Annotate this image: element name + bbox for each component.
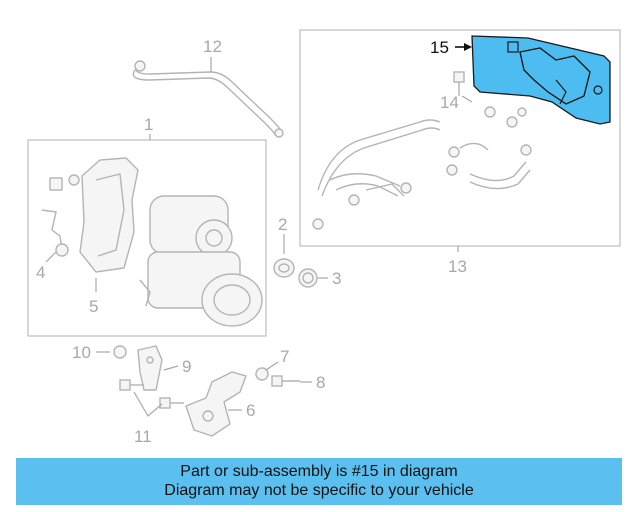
part-8-bolt[interactable]	[271, 375, 300, 387]
callout-3: 3	[332, 269, 341, 288]
leader-9	[163, 365, 179, 371]
leader-14	[461, 95, 473, 103]
part-14-bolt[interactable]	[453, 71, 465, 96]
leader-7	[265, 361, 279, 371]
part-5-heat-shield[interactable]	[79, 157, 139, 273]
callout-11: 11	[134, 427, 152, 446]
part-12-pipe[interactable]	[132, 60, 284, 138]
callout-14: 14	[440, 93, 459, 112]
part-2-clamp[interactable]	[273, 258, 295, 278]
callout-15: 15	[430, 38, 449, 57]
leader-4	[45, 251, 57, 263]
banner-line-1: Part or sub-assembly is #15 in diagram	[180, 463, 458, 480]
callout-10: 10	[72, 343, 91, 362]
callout-7: 7	[280, 347, 289, 366]
part-4-bracket[interactable]	[41, 174, 80, 257]
assembly-13-box	[299, 29, 621, 247]
callout-2: 2	[278, 215, 287, 234]
callout-8: 8	[316, 373, 325, 392]
banner-line-2: Diagram may not be specific to your vehi…	[164, 482, 474, 499]
part-7-nut[interactable]	[255, 367, 269, 381]
part-9-bracket[interactable]	[137, 345, 163, 391]
callout-1: 1	[144, 115, 153, 134]
callout-9: 9	[182, 357, 191, 376]
callout-6: 6	[246, 401, 255, 420]
callout-12: 12	[203, 37, 222, 56]
part-13-hoses[interactable]	[312, 106, 532, 230]
callout-5: 5	[89, 297, 98, 316]
part-1-turbocharger[interactable]	[139, 195, 263, 327]
info-banner: Part or sub-assembly is #15 in diagram D…	[16, 458, 622, 505]
callout-13: 13	[448, 257, 467, 276]
part-15-highlighted-part[interactable]	[471, 35, 611, 125]
callout-4: 4	[36, 263, 45, 282]
part-6-support[interactable]	[185, 371, 247, 437]
assembly-1-box	[27, 139, 267, 337]
part-3-gasket[interactable]	[298, 268, 318, 288]
leader-15-arrow	[464, 43, 472, 51]
part-10-nut[interactable]	[113, 345, 127, 359]
part-11-bolts[interactable]	[119, 379, 184, 409]
leader-11	[133, 391, 163, 417]
parts-diagram: 12 1 15 14 13 2 3 4 5 10 9 7 8 6 11	[27, 29, 621, 446]
